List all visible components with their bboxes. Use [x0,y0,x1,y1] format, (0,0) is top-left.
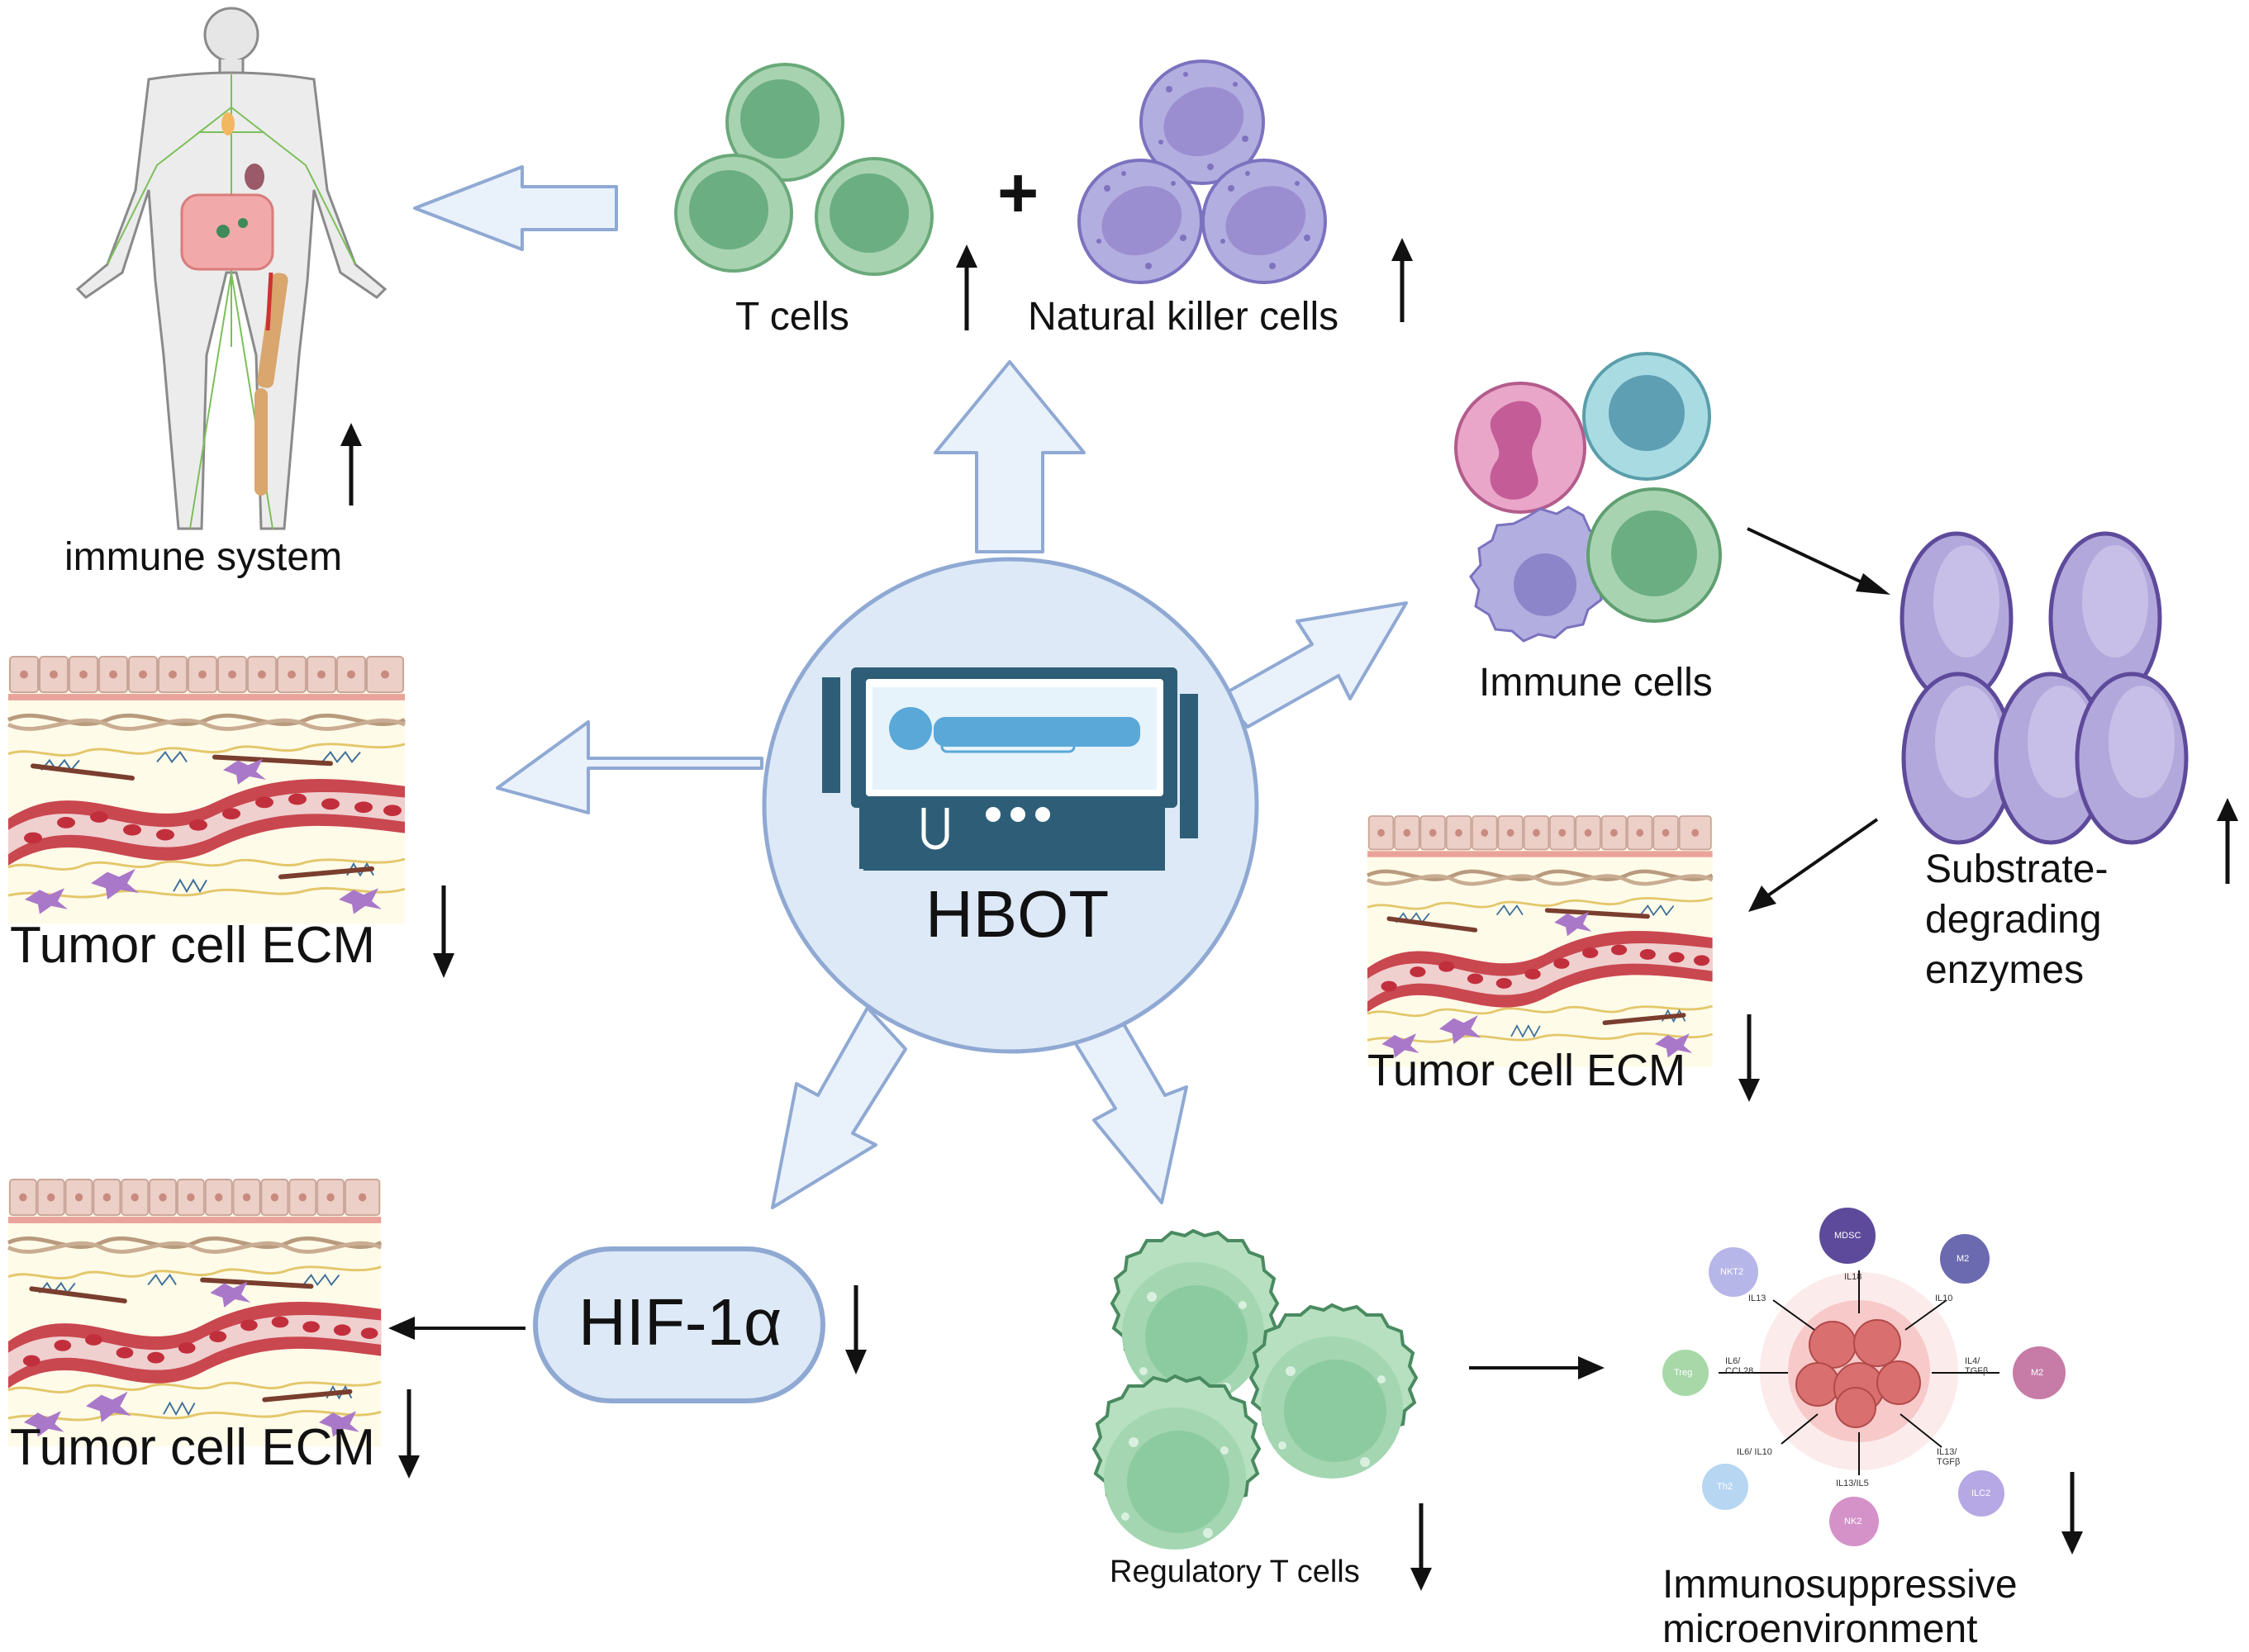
nk-cell-cluster [1077,59,1327,284]
tissue-ecm-icon-left [8,657,405,923]
immune-cell-cluster [1454,352,1722,643]
treg-to-micro-arrow [1469,1356,1605,1379]
ecm-bottom-label: Tumor cell ECM [10,1419,376,1476]
tregs-label: Regulatory T cells [1110,1555,1360,1589]
micro-cell-th2: Th2 [1717,1482,1733,1492]
hif-to-ecm-arrow [388,1317,525,1340]
ecm-right-down-arrow [1738,1014,1760,1102]
arrow-up-to-cells [934,360,1086,553]
cytokine-il13-tgfb: IL13/ TGFβ [1937,1447,1961,1467]
cytokine-il10: IL10 [1935,1294,1953,1303]
plus-operator: + [997,154,1039,233]
cytokine-il13-il5: IL13/IL5 [1836,1479,1869,1488]
arrow-upright-to-immune [1220,601,1408,729]
hyperbaric-chamber-icon [822,667,1198,871]
treg-down-arrow [1410,1503,1432,1591]
micro-cell-nk2: NK2 [1844,1517,1862,1526]
ecm-right-label: Tumor cell ECM [1367,1046,1686,1095]
ecm-left-down-arrow [433,885,454,978]
hif-down-arrow [845,1285,867,1374]
tissue-ecm-icon-bottom [8,1180,381,1446]
tissue-ecm-icon-right [1367,816,1713,1067]
cytokine-il4-tgfb: IL4/ TGFβ [1965,1356,1989,1376]
hbot-label: HBOT [925,877,1110,951]
hbot-output-arrows [413,165,1408,1209]
microenvironment-diagram [1662,1208,2066,1546]
t-cells-label: T cells [735,295,849,339]
micro-cell-mdsc: MDSC [1834,1231,1861,1241]
micro-cell-m2-right: M2 [2031,1368,2044,1378]
immunosuppressive-label-line2: microenvironment [1662,1607,1978,1651]
micro-cell-nkt2: NKT2 [1720,1267,1744,1277]
hif-label: HIF-1α [578,1285,782,1359]
micro-cell-treg: Treg [1674,1368,1693,1378]
hif-node [533,1246,825,1403]
micro-cell-ilc2: ILC2 [1971,1488,1991,1498]
arrow-downleft-to-hif [771,1006,907,1209]
cytokine-il18: IL18 [1844,1272,1862,1282]
arrow-left-to-ecm [496,720,763,814]
hbot-node [762,557,1259,1054]
enzymes-label-line2: degrading [1925,898,2102,942]
ecm-bottom-down-arrow [398,1389,420,1479]
micro-cell-m2-top: M2 [1957,1254,1970,1264]
t-cell-cluster [674,63,934,276]
human-body-icon [75,7,388,530]
enzymes-label-line1: Substrate- [1925,847,2109,891]
nk-cells-label: Natural killer cells [1028,295,1339,339]
immunosuppressive-label-line1: Immunosuppressive [1662,1563,2018,1607]
cytokine-il6-il10: IL6/ IL10 [1737,1447,1772,1457]
arrow-left-to-immune-system [413,165,618,251]
immune-cells-label: Immune cells [1479,661,1713,705]
treg-cluster [1092,1229,1418,1551]
cytokine-il6-ccl28: IL6/ CCL28 [1725,1356,1754,1376]
cytokine-il13: IL13 [1748,1294,1766,1303]
immune-system-label: immune system [64,535,343,579]
t-cells-up-arrow [956,244,977,330]
immune-to-enzymes-arrow [1747,527,1890,595]
immune-system-up-arrow [340,423,362,506]
micro-cell-icons [1662,1208,2066,1546]
enzymes-to-ecm-arrow [1748,818,1879,912]
enzymes-label-line3: enzymes [1925,948,2085,992]
enzyme-cluster [1902,534,2186,843]
nk-cells-up-arrow [1391,238,1413,322]
arrow-downright-to-treg [1069,1011,1188,1204]
ecm-left-label: Tumor cell ECM [10,917,376,974]
enzymes-up-arrow [2217,798,2238,884]
micro-down-arrow [2061,1472,2083,1555]
